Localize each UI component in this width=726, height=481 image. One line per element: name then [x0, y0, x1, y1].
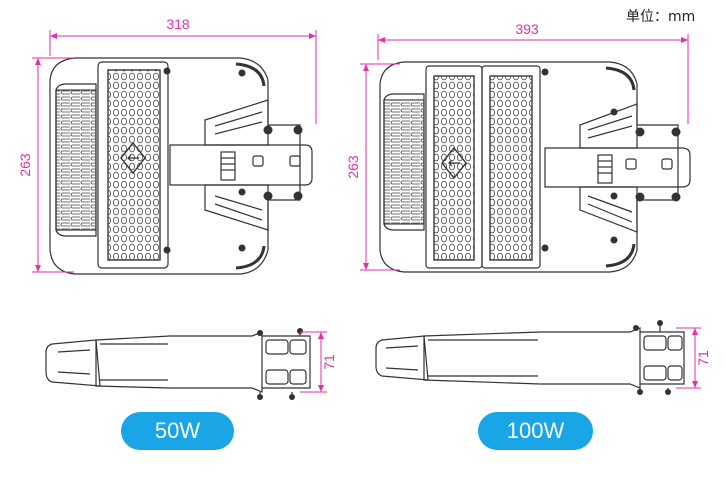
side-bolts-50w: [257, 328, 303, 400]
label-pill-100w: 100W: [478, 412, 593, 450]
front-view-100w: [379, 61, 691, 273]
dimension-lines-100w: [360, 34, 689, 271]
side-view-100w: [375, 322, 685, 394]
label-pill-50w: 50W: [121, 412, 234, 450]
width-label-100w: 393: [515, 21, 539, 37]
height-label-50w: 263: [17, 153, 33, 177]
height-label-100w: 263: [345, 155, 361, 179]
side-bolts-100w: [633, 320, 671, 395]
dimension-lines-50w: [32, 30, 317, 273]
side-dimension-50w: [300, 331, 327, 393]
side-dimension-100w: [676, 327, 701, 389]
width-label-50w: 318: [166, 16, 190, 32]
side-view-50w: [45, 328, 311, 400]
bolts-50w: [163, 67, 303, 254]
side-height-label-100w: 71: [695, 350, 711, 366]
unit-label: 单位：mm: [626, 9, 696, 25]
side-height-label-50w: 71: [321, 354, 337, 370]
bolts-100w: [541, 68, 681, 252]
front-view-50w: [49, 57, 313, 275]
